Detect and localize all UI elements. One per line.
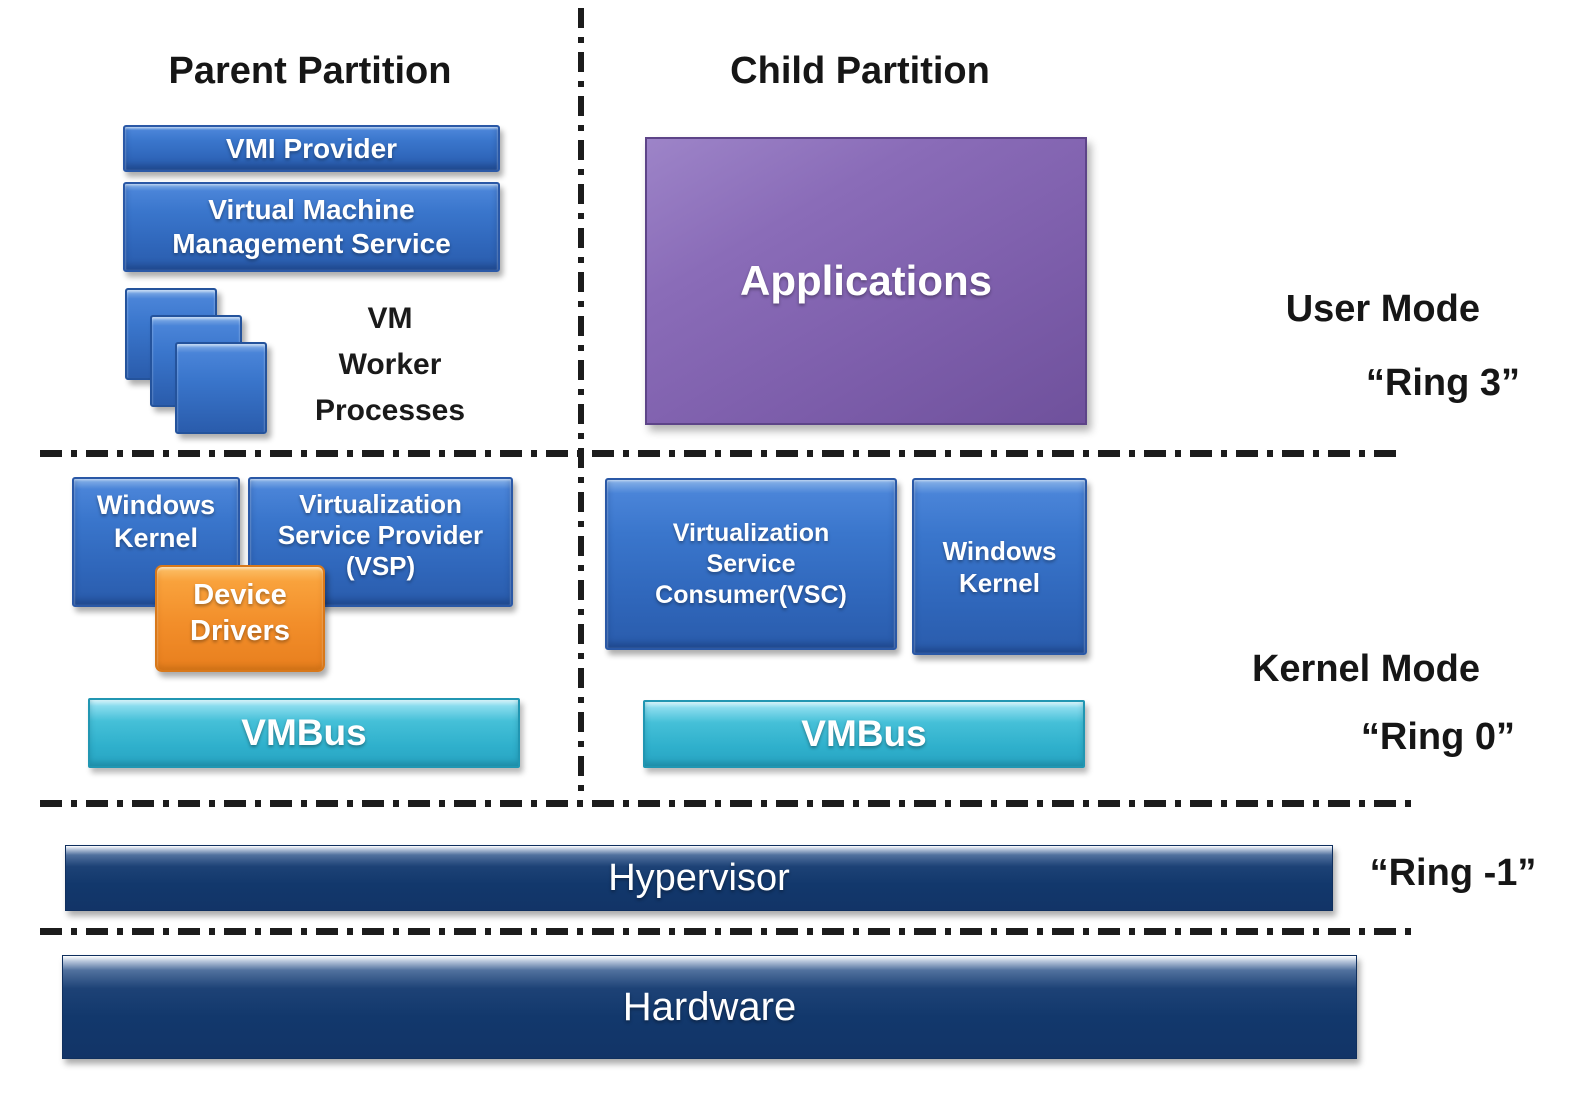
vm-worker-processes-icon (125, 288, 285, 438)
vm-worker-processes-label: VM Worker Processes (314, 302, 466, 427)
hypervisor-hardware-boundary-line (40, 928, 1418, 935)
user-mode-label: User Mode (1285, 288, 1480, 330)
vmbus-child-bar: VMBus (643, 700, 1085, 768)
windows-kernel-child-box: Windows Kernel (912, 478, 1087, 655)
vm-worker-square (175, 342, 267, 434)
vmbus-parent-bar: VMBus (88, 698, 520, 768)
vmi-provider-box: VMI Provider (123, 125, 500, 172)
hypervisor-bar: Hypervisor (65, 845, 1333, 911)
vmms-box: Virtual Machine Management Service (123, 182, 500, 272)
partition-divider-line (578, 8, 584, 798)
hardware-bar: Hardware (62, 955, 1357, 1059)
user-kernel-boundary-line (40, 450, 1400, 457)
device-drivers-box: Device Drivers (155, 565, 325, 672)
ring-minus-1-label: “Ring -1” (1369, 852, 1537, 894)
parent-partition-title: Parent Partition (168, 50, 452, 92)
vsp-box: Virtualization Service Provider (VSP) (248, 477, 513, 607)
kernel-mode-label: Kernel Mode (1251, 648, 1480, 690)
applications-box: Applications (645, 137, 1087, 425)
kernel-hypervisor-boundary-line (40, 800, 1420, 807)
child-partition-title: Child Partition (730, 50, 990, 92)
ring-0-label: “Ring 0” (1360, 716, 1515, 758)
vsc-box: Virtualization Service Consumer(VSC) (605, 478, 897, 650)
ring-3-label: “Ring 3” (1365, 362, 1520, 404)
